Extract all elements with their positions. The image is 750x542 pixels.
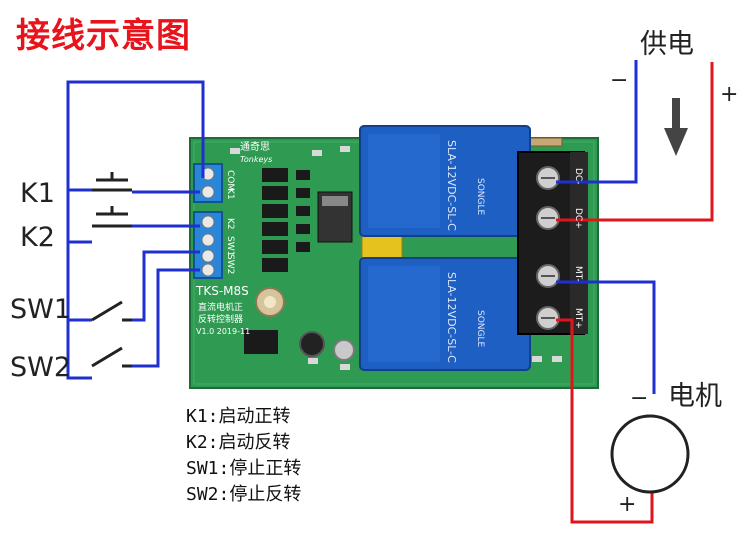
legend-item: K1:启动正转 bbox=[186, 406, 291, 427]
board-brand-cn: 通奇思 bbox=[240, 140, 270, 153]
left-terminal-label: K2 bbox=[225, 218, 235, 230]
relay-2: SLA-12VDC-SL-C SONGLE bbox=[359, 257, 531, 371]
relay-1: SLA-12VDC-SL-C SONGLE bbox=[359, 125, 531, 237]
legend: K1:启动正转 K2:启动反转 SW1:停止正转 SW2:停止反转 bbox=[186, 404, 301, 508]
control-wires bbox=[66, 60, 656, 394]
board-desc-2: 反转控制器 bbox=[198, 313, 243, 325]
motor-plus-label: + bbox=[618, 492, 637, 517]
board-brand-en: Tonkeys bbox=[240, 155, 272, 164]
power-wires bbox=[556, 62, 714, 524]
board-version: V1.0 2019-11 bbox=[196, 327, 250, 336]
left-terminal-label: SW2 bbox=[225, 254, 235, 274]
relay-1-brand: SONGLE bbox=[475, 178, 485, 216]
right-terminal-label: DC+ bbox=[573, 208, 583, 229]
diagram-title: 接线示意图 bbox=[16, 16, 191, 56]
power-plus-label: + bbox=[720, 82, 739, 107]
right-terminal-label: MT- bbox=[573, 266, 583, 282]
relay-2-brand: SONGLE bbox=[475, 310, 485, 348]
power-minus-label: − bbox=[610, 68, 629, 93]
sw1-label: SW1 bbox=[10, 294, 72, 325]
relay-2-model: SLA-12VDC-SL-C bbox=[445, 272, 458, 363]
relay-1-model: SLA-12VDC-SL-C bbox=[445, 140, 458, 231]
motor-symbol bbox=[610, 414, 690, 494]
board-desc-1: 直流电机正 bbox=[198, 301, 243, 313]
motor-minus-label: − bbox=[630, 386, 649, 411]
switch-symbols bbox=[91, 172, 132, 368]
right-terminal-label: DC- bbox=[573, 168, 583, 184]
arrow-down-icon bbox=[664, 98, 688, 156]
left-terminal-label: SW1 bbox=[225, 236, 235, 256]
left-terminal-label: COM bbox=[225, 170, 235, 191]
k2-label: K2 bbox=[20, 222, 55, 253]
legend-item: SW2:停止反转 bbox=[186, 484, 302, 505]
legend-item: K2:启动反转 bbox=[186, 432, 291, 453]
power-label: 供电 bbox=[640, 29, 694, 60]
left-terminal-block bbox=[193, 163, 223, 279]
right-terminal-label: MT+ bbox=[573, 308, 583, 329]
k1-label: K1 bbox=[20, 178, 55, 209]
legend-item: SW1:停止正转 bbox=[186, 458, 302, 479]
sw2-label: SW2 bbox=[10, 352, 72, 383]
motor-label: 电机 bbox=[668, 381, 722, 412]
left-terminal-label: K1 bbox=[225, 188, 235, 200]
board-model: TKS-M8S bbox=[195, 284, 249, 298]
